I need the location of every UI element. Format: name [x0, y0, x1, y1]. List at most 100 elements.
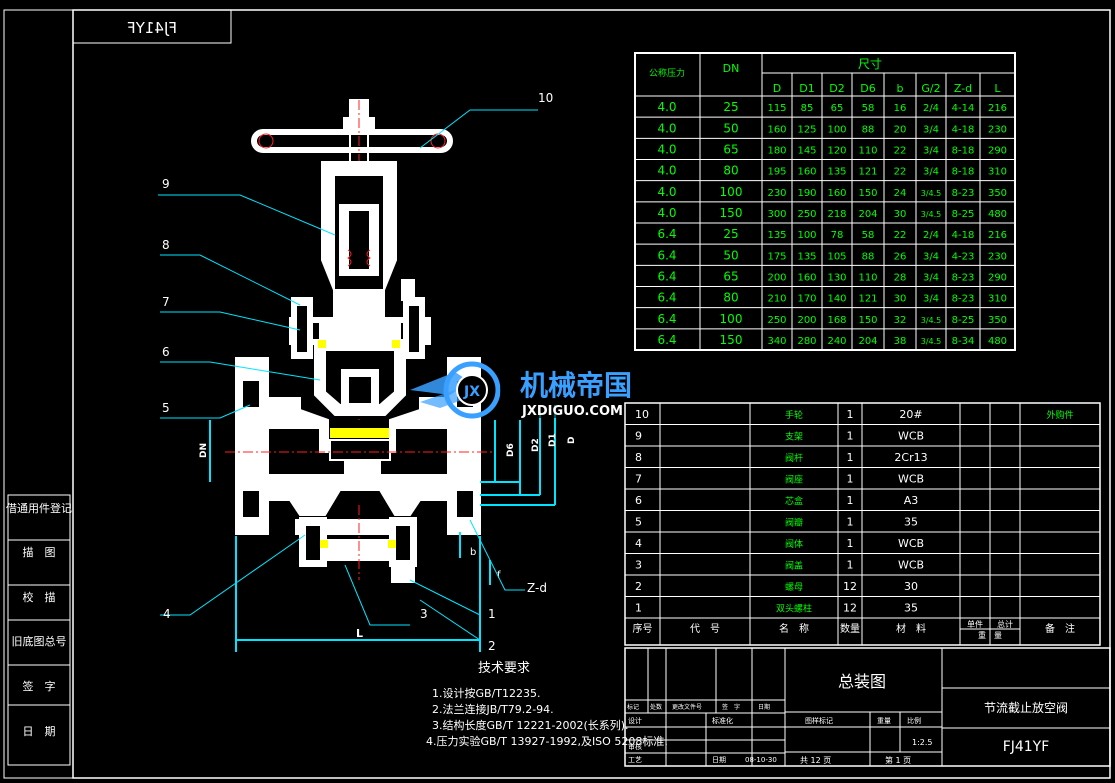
cell-dim: 150 [858, 315, 877, 326]
cell-dim: 160 [797, 273, 816, 284]
size-subheader: D6 [860, 82, 875, 95]
cell-dim: 105 [827, 251, 846, 262]
callout-6: 6 [162, 345, 170, 359]
cell-dim: 8-23 [952, 294, 975, 305]
cell-dim: 121 [858, 167, 877, 178]
cell-dim: 195 [767, 167, 786, 178]
cell-dim: 250 [797, 209, 816, 220]
side-label: 日 期 [23, 725, 56, 738]
cell-dim: 230 [988, 124, 1007, 135]
parts-cell: 7 [635, 473, 642, 486]
parts-cell: 3 [635, 559, 642, 572]
valve-assembly [225, 99, 495, 583]
tb-label: 共 12 页 [800, 756, 831, 765]
parts-header: 数量 [840, 622, 860, 635]
cell-dim: 204 [858, 336, 877, 347]
drawing-frame [72, 9, 1111, 779]
tb-label: 标记 [627, 703, 639, 711]
tech-req-item: 2.法兰连接JB/T79.2-94. [432, 702, 554, 716]
cell-dim: 160 [827, 188, 846, 199]
callout-4: 4 [163, 607, 171, 621]
cell-dim: 4-18 [952, 230, 975, 241]
tb-label: 比例 [907, 716, 921, 725]
parts-cell: 外购件 [1046, 409, 1073, 421]
gear-icon [443, 361, 501, 419]
parts-cell: 1 [847, 430, 854, 443]
cell-dn: 25 [723, 100, 738, 114]
scale-value: 1:2.5 [912, 738, 933, 747]
cell-dim: 190 [797, 188, 816, 199]
cell-dim: 4-14 [952, 103, 975, 114]
cell-dn: 25 [723, 227, 738, 241]
cell-dim: 4-23 [952, 251, 975, 262]
cell-dn: 100 [720, 312, 743, 326]
cell-dim: 310 [988, 167, 1007, 178]
cell-dim: 200 [767, 273, 786, 284]
dim-label-DN: DN [199, 443, 209, 458]
cell-dim: 110 [858, 273, 877, 284]
parts-cell: 1 [847, 559, 854, 572]
dim-label-D6: D6 [506, 443, 516, 457]
cell-dim: 160 [797, 167, 816, 178]
cell-dim: 28 [894, 273, 907, 284]
cell-dn: 150 [720, 206, 743, 220]
parts-cell: 阀体 [785, 538, 803, 550]
tb-label: 第 1 页 [885, 755, 911, 765]
cell-dim: 121 [858, 294, 877, 305]
parts-cell: 2 [635, 580, 642, 593]
cell-dim: 135 [797, 251, 816, 262]
col-dn: DN [723, 62, 740, 75]
drawing-title: 总装图 [838, 672, 886, 691]
cell-dim: 290 [988, 146, 1007, 157]
col-pressure: 公称压力 [649, 67, 685, 79]
dimensions [209, 405, 556, 652]
cell-dim: 145 [797, 146, 816, 157]
watermark-en: JXDIGUO.COM [521, 404, 623, 419]
tb-label: 审核 [628, 742, 642, 751]
parts-cell: 阀座 [785, 474, 803, 486]
dim-label-D: D [567, 437, 577, 444]
parts-cell: WCB [898, 559, 924, 572]
size-subheader: G/2 [921, 82, 940, 95]
parts-cell: 1 [847, 494, 854, 507]
parts-header: 序号 [633, 622, 653, 635]
cell-dim: 22 [894, 230, 907, 241]
product-name: 节流截止放空阀 [984, 700, 1068, 715]
cell-dim: 480 [988, 209, 1007, 220]
size-subheader: D1 [799, 82, 814, 95]
tb-label: 工艺 [628, 756, 642, 764]
cell-dim: 78 [831, 230, 844, 241]
cell-dim: 180 [767, 146, 786, 157]
cell-dim: 290 [988, 273, 1007, 284]
cell-dim: 3/4.5 [921, 316, 942, 325]
cell-dim: 230 [988, 251, 1007, 262]
cell-dim: 8-34 [952, 336, 975, 347]
cell-dim: 125 [797, 124, 816, 135]
size-subheader: L [994, 82, 1001, 95]
cell-pressure: 6.4 [657, 227, 676, 241]
cell-dim: 250 [767, 315, 786, 326]
parts-cell: 1 [847, 537, 854, 550]
parts-cell: 1 [847, 451, 854, 464]
cell-dim: 8-23 [952, 273, 975, 284]
cell-dim: 160 [767, 124, 786, 135]
cell-dim: 22 [894, 167, 907, 178]
tech-req-item: 4.压力实验GB/T 13927-1992,及ISO 5208标准. [426, 734, 668, 748]
side-label: 校 描 [23, 590, 56, 604]
cell-dim: 16 [894, 103, 907, 114]
tb-label: 日期 [712, 756, 726, 764]
callout-8: 8 [162, 238, 170, 252]
dim-label-L: L [356, 627, 363, 640]
callout-2: 2 [488, 639, 496, 653]
cell-dim: 170 [797, 294, 816, 305]
cell-dim: 150 [858, 188, 877, 199]
callout-7: 7 [162, 295, 170, 309]
cell-dim: 310 [988, 294, 1007, 305]
parts-cell: 4 [635, 537, 642, 550]
cell-dim: 3/4.5 [921, 210, 942, 219]
cell-dim: 22 [894, 146, 907, 157]
parts-cell: 阀盖 [785, 560, 803, 572]
watermark: JX 机械帝国 JXDIGUO.COM [410, 361, 700, 419]
